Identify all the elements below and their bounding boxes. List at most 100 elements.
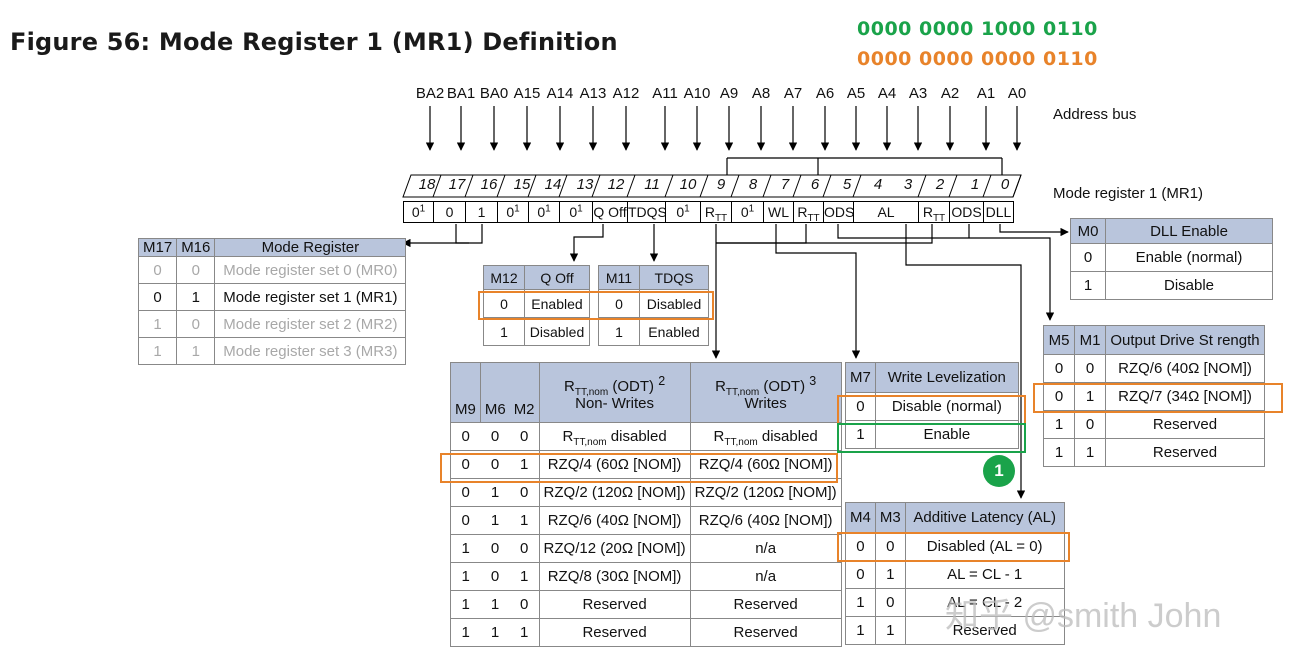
register-bit-number: 12 xyxy=(607,176,625,193)
table-row: 1 1 Reserved xyxy=(845,616,1065,645)
highlight-wl-enable xyxy=(837,423,1026,453)
register-bit-number: 6 xyxy=(810,176,820,193)
watermark: 知乎 @smith John xyxy=(945,597,1222,635)
table-row: 0 Enabled xyxy=(483,289,590,318)
table-row: 0 0 0 RTT,nom disabled RTT,nom disabled xyxy=(450,422,842,451)
header-rtt-nonwrites: RTT,nom (ODT) 2 Non- Writes xyxy=(538,362,691,423)
header-mode-register: Mode Register xyxy=(214,238,407,257)
address-pin-a15: A15 xyxy=(513,85,541,102)
register-bit-number: 10 xyxy=(679,176,697,193)
address-pin-ba2: BA2 xyxy=(415,85,445,102)
register-bit-field: 0 xyxy=(433,201,466,223)
register-bit-field: Q Off xyxy=(592,201,628,223)
ods-table: M5 M1 Output Drive St rength 0 0 RZQ/6 (… xyxy=(1043,325,1265,467)
highlight-al-row xyxy=(837,532,1070,562)
register-bit-number: 5 xyxy=(842,176,852,193)
figure-title: Figure 56: Mode Register 1 (MR1) Definit… xyxy=(10,28,618,56)
register-bit-number: 15 xyxy=(513,176,531,193)
dll-table: M0 DLL Enable 0 Enable (normal) 1 Disabl… xyxy=(1070,218,1273,300)
register-bit-field: TDQS xyxy=(627,201,667,223)
register-bit-number: 14 xyxy=(544,176,562,193)
annotation-badge: 1 xyxy=(983,455,1015,487)
register-bit-field: ODS xyxy=(949,201,984,223)
address-pin-a9: A9 xyxy=(719,85,739,102)
mr1-label: Mode register 1 (MR1) xyxy=(1053,185,1204,202)
register-bit-field: 01 xyxy=(731,201,764,223)
register-bit-number: 17 xyxy=(448,176,466,193)
address-pin-a8: A8 xyxy=(751,85,771,102)
register-bit-field: 01 xyxy=(528,201,560,223)
address-pin-a12: A12 xyxy=(612,85,640,102)
table-row: 1 0 Mode register set 2 (MR2) xyxy=(137,310,407,338)
orange-register-value: 0000 0000 0000 0110 xyxy=(857,48,1098,70)
table-row: 1 1 Reserved xyxy=(1043,438,1265,467)
rtt-nom-table: M9 M6 M2 RTT,nom (ODT) 2 Non- Writes RTT… xyxy=(450,362,842,647)
register-bit-number: 7 xyxy=(780,176,790,193)
table-row: 0 0 Mode register set 0 (MR0) xyxy=(137,256,407,284)
register-bit-number: 3 xyxy=(903,176,913,193)
highlight-ods-row xyxy=(1033,383,1283,413)
table-row: 0 0 RZQ/6 (40Ω [NOM]) xyxy=(1043,354,1265,383)
address-pin-a4: A4 xyxy=(877,85,897,102)
register-bit-number: 11 xyxy=(644,176,660,193)
register-bit-field: 01 xyxy=(403,201,434,223)
address-pin-ba0: BA0 xyxy=(479,85,509,102)
register-bit-number: 1 xyxy=(970,176,980,193)
mode-register-table: M17 M16 Mode Register 0 0 Mode register … xyxy=(137,238,407,365)
header-m16: M16 xyxy=(176,238,216,257)
address-pin-a6: A6 xyxy=(815,85,835,102)
address-pin-a3: A3 xyxy=(908,85,928,102)
register-bit-number: 13 xyxy=(576,176,594,193)
highlight-wl-disable xyxy=(837,395,1026,425)
green-register-value: 0000 0000 1000 0110 xyxy=(857,18,1098,40)
address-pin-a1: A1 xyxy=(976,85,996,102)
highlight-rtt-row xyxy=(440,453,838,483)
register-bit-number: 0 xyxy=(1000,176,1010,193)
register-bit-field: RTT xyxy=(700,201,732,223)
address-pin-ba1: BA1 xyxy=(446,85,476,102)
register-bit-field: RTT xyxy=(918,201,950,223)
table-row: 1 0 AL = CL - 2 xyxy=(845,588,1065,617)
register-bit-number: 16 xyxy=(480,176,498,193)
register-bit-field: 01 xyxy=(665,201,701,223)
table-row: 0 1 AL = CL - 1 xyxy=(845,560,1065,589)
table-row: 1 1 Mode register set 3 (MR3) xyxy=(137,337,407,365)
tdqs-table: M11 TDQS 0 Disabled 1 Enabled xyxy=(598,265,709,346)
register-bit-number: 9 xyxy=(716,176,726,193)
address-pin-a10: A10 xyxy=(683,85,711,102)
table-row: 1 Disable xyxy=(1070,271,1273,300)
register-bit-number: 18 xyxy=(418,176,436,193)
address-pin-a0: A0 xyxy=(1007,85,1027,102)
register-bit-field: AL xyxy=(853,201,919,223)
register-bit-field: ODS xyxy=(823,201,854,223)
register-bit-field: DLL xyxy=(983,201,1014,223)
address-bus-label: Address bus xyxy=(1053,106,1137,123)
address-pin-a7: A7 xyxy=(783,85,803,102)
address-pin-a2: A2 xyxy=(940,85,960,102)
header-rtt-writes: RTT,nom (ODT) 3 Writes xyxy=(689,362,842,423)
highlight-qoff-tdqs xyxy=(478,291,714,320)
register-bit-field: 01 xyxy=(559,201,593,223)
register-bit-number: 8 xyxy=(748,176,758,193)
header-m17: M17 xyxy=(137,238,178,257)
table-row: 1 Enabled xyxy=(598,317,709,346)
table-row: 1 0 Reserved xyxy=(1043,410,1265,439)
register-bit-field: 01 xyxy=(497,201,529,223)
register-bit-field: WL xyxy=(763,201,794,223)
register-bit-number: 2 xyxy=(935,176,945,193)
address-pin-a11: A11 xyxy=(652,85,678,102)
table-row: 0 Enable (normal) xyxy=(1070,243,1273,272)
qoff-table: M12 Q Off 0 Enabled 1 Disabled xyxy=(483,265,590,346)
register-bit-field: 1 xyxy=(465,201,498,223)
address-pin-a13: A13 xyxy=(579,85,607,102)
table-row: 1 Disabled xyxy=(483,317,590,346)
additive-latency-table: M4 M3 Additive Latency (AL) 0 0 Disabled… xyxy=(845,502,1065,645)
register-bit-number: 4 xyxy=(873,176,883,193)
